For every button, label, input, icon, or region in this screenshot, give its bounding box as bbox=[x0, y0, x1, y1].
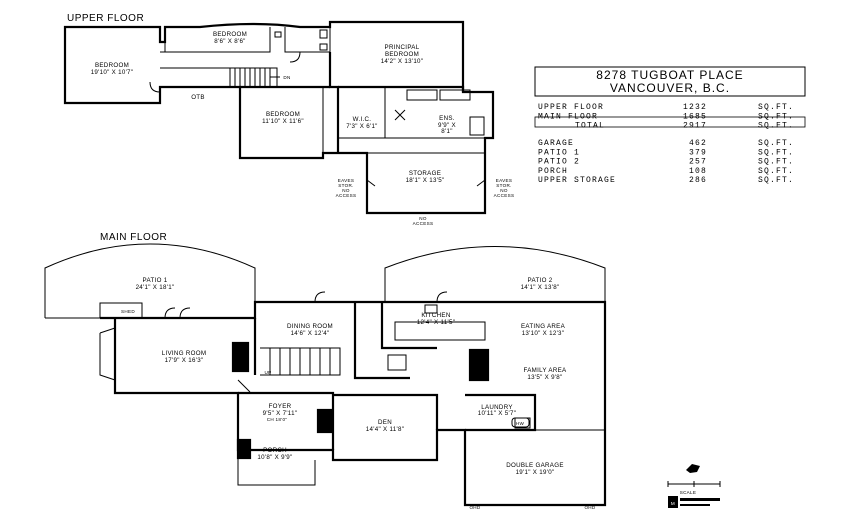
scale-bar bbox=[667, 481, 721, 487]
living-label: LIVING ROOM bbox=[162, 350, 207, 357]
north-arrow-icon bbox=[686, 464, 700, 473]
ens-label: ENS. bbox=[439, 115, 455, 122]
upper-bedroom-left-label: BEDROOM bbox=[95, 62, 129, 69]
address-box bbox=[534, 66, 806, 97]
area-secondary-name-0: GARAGE bbox=[538, 139, 574, 148]
upper-bedroom-left-dim: 19'10" X 10'7" bbox=[91, 69, 134, 76]
hw-tank: HW bbox=[511, 417, 530, 428]
eaves-left-1: EAVES bbox=[338, 178, 354, 183]
svg-text:M: M bbox=[671, 501, 675, 506]
area-secondary-value-2: 257 bbox=[689, 158, 707, 167]
eaves-right-1: EAVES bbox=[496, 178, 512, 183]
area-secondary-unit-0: SQ.FT. bbox=[758, 139, 794, 148]
shed-label: SHED bbox=[121, 309, 135, 314]
ohd-left: OHD bbox=[469, 505, 480, 510]
area-primary-value-1: 1685 bbox=[683, 112, 707, 121]
upper-bedroom-top-label: BEDROOM bbox=[213, 31, 247, 38]
storage-dim: 18'1" X 13'5" bbox=[406, 177, 445, 184]
eaves-left-4: ACCESS bbox=[336, 193, 357, 198]
up-label: UP bbox=[265, 370, 272, 375]
family-label: FAMILY AREA bbox=[524, 367, 568, 374]
eaves-right-2: STOR. bbox=[496, 183, 511, 188]
principal-dim: 14'2" X 13'10" bbox=[381, 58, 424, 65]
ens-dim-2: 8'1" bbox=[441, 128, 452, 135]
wic-label: W.I.C. bbox=[353, 116, 372, 123]
dn-label: DN bbox=[283, 75, 290, 80]
eaves-left-3: NO bbox=[342, 188, 350, 193]
main-floor-plan bbox=[44, 243, 607, 507]
address-line-1: 8278 TUGBOAT PLACE bbox=[596, 68, 743, 82]
area-secondary-value-3: 108 bbox=[689, 167, 707, 176]
area-primary-value-0: 1232 bbox=[683, 103, 707, 112]
eaves-right-4: ACCESS bbox=[494, 193, 515, 198]
area-secondary-name-2: PATIO 2 bbox=[538, 158, 580, 167]
otb-label: OTB bbox=[191, 94, 205, 101]
upper-bedroom-mid-dim: 11'10" X 11'6" bbox=[262, 118, 304, 125]
area-secondary-unit-4: SQ.FT. bbox=[758, 176, 794, 185]
upper-floor-title: UPPER FLOOR bbox=[67, 13, 144, 24]
kitchen-label: KITCHEN bbox=[421, 312, 450, 319]
scale-label: SCALE bbox=[680, 490, 697, 495]
living-dim: 17'9" X 16'3" bbox=[165, 357, 204, 364]
patio2-dim: 14'1" X 13'8" bbox=[521, 284, 560, 291]
garage-label: DOUBLE GARAGE bbox=[506, 462, 564, 469]
eaves-left-2: STOR. bbox=[338, 183, 353, 188]
kitchen-dim: 12'4" X 11'5" bbox=[417, 319, 455, 326]
area-primary-name-1: MAIN FLOOR bbox=[538, 112, 598, 121]
principal-label-1: PRINCIPAL bbox=[385, 44, 420, 51]
area-primary-name-2: TOTAL bbox=[575, 122, 605, 131]
hw-label: HW bbox=[516, 421, 525, 426]
area-primary-name-0: UPPER FLOOR bbox=[538, 103, 604, 112]
porch-label: PORCH bbox=[263, 447, 287, 454]
eaves-right-3: NO bbox=[500, 188, 508, 193]
laundry-dim: 10'11" X 5'7" bbox=[478, 410, 516, 417]
company-logo: M bbox=[668, 496, 720, 508]
area-primary-value-2: 2917 bbox=[683, 122, 707, 131]
dining-label: DINING ROOM bbox=[287, 323, 333, 330]
laundry-label: LAUNDRY bbox=[481, 404, 513, 411]
eating-dim: 13'10" X 12'3" bbox=[522, 330, 565, 337]
area-secondary-value-1: 379 bbox=[689, 148, 707, 157]
no-access-2: ACCESS bbox=[413, 221, 434, 226]
main-floor-title: MAIN FLOOR bbox=[100, 232, 167, 243]
area-secondary-value-0: 462 bbox=[689, 139, 707, 148]
den-label: DEN bbox=[378, 419, 392, 426]
patio1-label: PATIO 1 bbox=[143, 277, 168, 284]
area-secondary-unit-1: SQ.FT. bbox=[758, 148, 794, 157]
no-access-1: NO bbox=[419, 216, 427, 221]
patio1-dim: 24'1" X 18'1" bbox=[136, 284, 175, 291]
upper-bedroom-mid-label: BEDROOM bbox=[266, 111, 300, 118]
area-secondary-unit-3: SQ.FT. bbox=[758, 167, 794, 176]
porch-dim: 10'8" X 9'9" bbox=[257, 454, 292, 461]
area-secondary-value-4: 286 bbox=[689, 176, 707, 185]
den-dim: 14'4" X 11'8" bbox=[366, 426, 404, 433]
family-dim: 13'5" X 9'8" bbox=[527, 374, 562, 381]
total-row-box bbox=[534, 116, 806, 128]
area-secondary-name-1: PATIO 1 bbox=[538, 148, 580, 157]
area-primary-unit-1: SQ.FT. bbox=[758, 112, 794, 121]
upper-floor-plan bbox=[63, 20, 495, 215]
eating-label: EATING AREA bbox=[521, 323, 566, 330]
ohd-right: OHD bbox=[584, 505, 595, 510]
principal-label-2: BEDROOM bbox=[385, 51, 419, 58]
wic-dim: 7'3" X 6'1" bbox=[346, 123, 377, 130]
foyer-dim: 9'5" X 7'11" bbox=[263, 410, 298, 417]
dining-dim: 14'6" X 12'4" bbox=[291, 330, 330, 337]
ens-dim-1: 9'9" X bbox=[438, 122, 456, 129]
area-secondary-name-3: PORCH bbox=[538, 167, 568, 176]
garage-dim: 19'1" X 19'0" bbox=[516, 469, 555, 476]
address-line-2: VANCOUVER, B.C. bbox=[610, 81, 730, 95]
foyer-ch: CH 18'0" bbox=[267, 417, 288, 422]
upper-bedroom-top-dim: 8'6" X 8'6" bbox=[214, 38, 245, 45]
area-primary-unit-2: SQ.FT. bbox=[758, 122, 794, 131]
area-primary-unit-0: SQ.FT. bbox=[758, 103, 794, 112]
area-secondary-name-4: UPPER STORAGE bbox=[538, 176, 616, 185]
patio2-label: PATIO 2 bbox=[528, 277, 553, 284]
area-secondary-unit-2: SQ.FT. bbox=[758, 158, 794, 167]
storage-label: STORAGE bbox=[409, 170, 441, 177]
foyer-label: FOYER bbox=[269, 403, 292, 410]
